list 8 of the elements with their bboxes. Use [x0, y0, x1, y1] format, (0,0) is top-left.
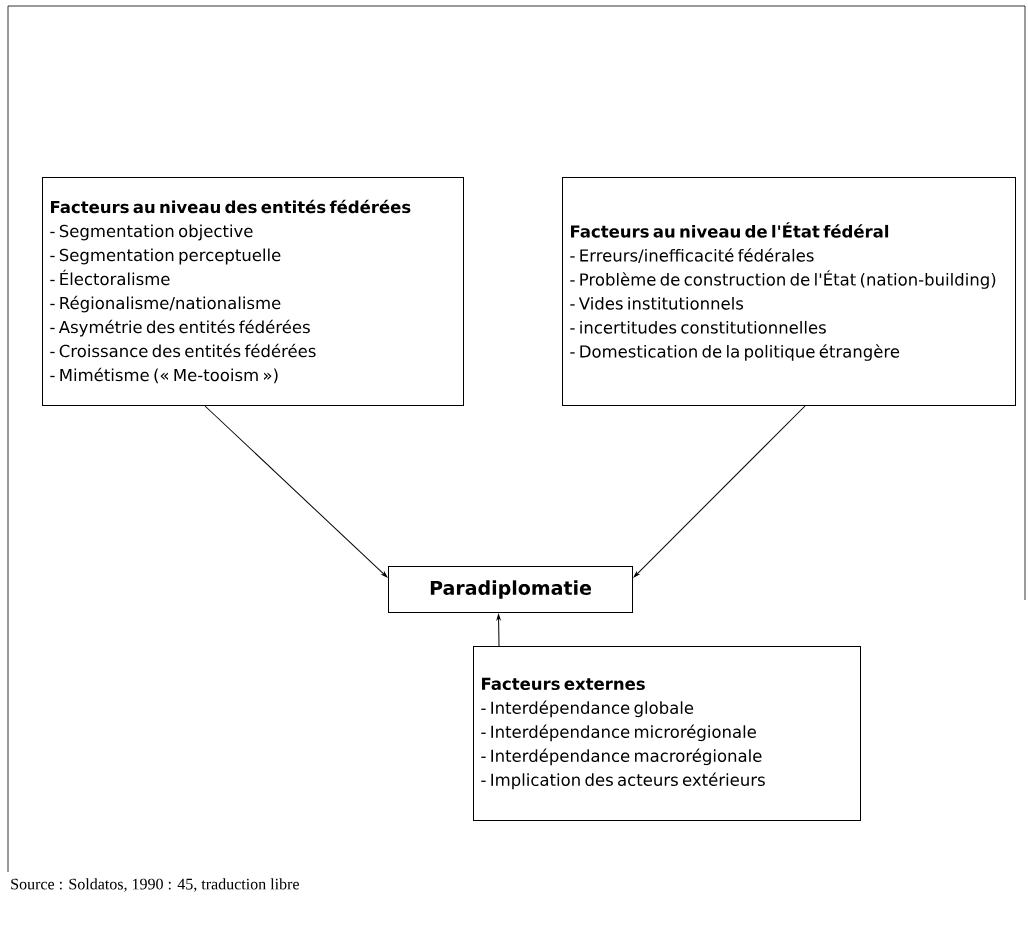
text-box: Facteurs au niveau de l'État fédéral - Erreurs/inefficacité fédérales - Problème de construction de l'État (nation-building) - Vides institutionnels - incertitudes constitutionnelles - Domestication de la politique étrangère [562, 177, 1016, 406]
arrow [496, 614, 501, 647]
text-box: Facteurs au niveau des entités fédérées - Segmentation objective - Segmentation perceptuelle - Électoralisme - Régionalisme/nationalisme - Asymétrie des entités fédérées - Croissance des entités fédérées - Mimétisme (« Me-tooism ») [42, 177, 464, 406]
arrow [204, 405, 388, 578]
text-box: Paradiplomatie [388, 566, 633, 613]
caption: Source : Soldatos, 1990 : 45, traduction libre [11, 878, 299, 892]
arrow [633, 405, 806, 578]
text-box: Facteurs externes - Interdépendance globale - Interdépendance microrégionale - Interdépendance macrorégionale - Implication des acteurs extérieurs [473, 646, 861, 821]
